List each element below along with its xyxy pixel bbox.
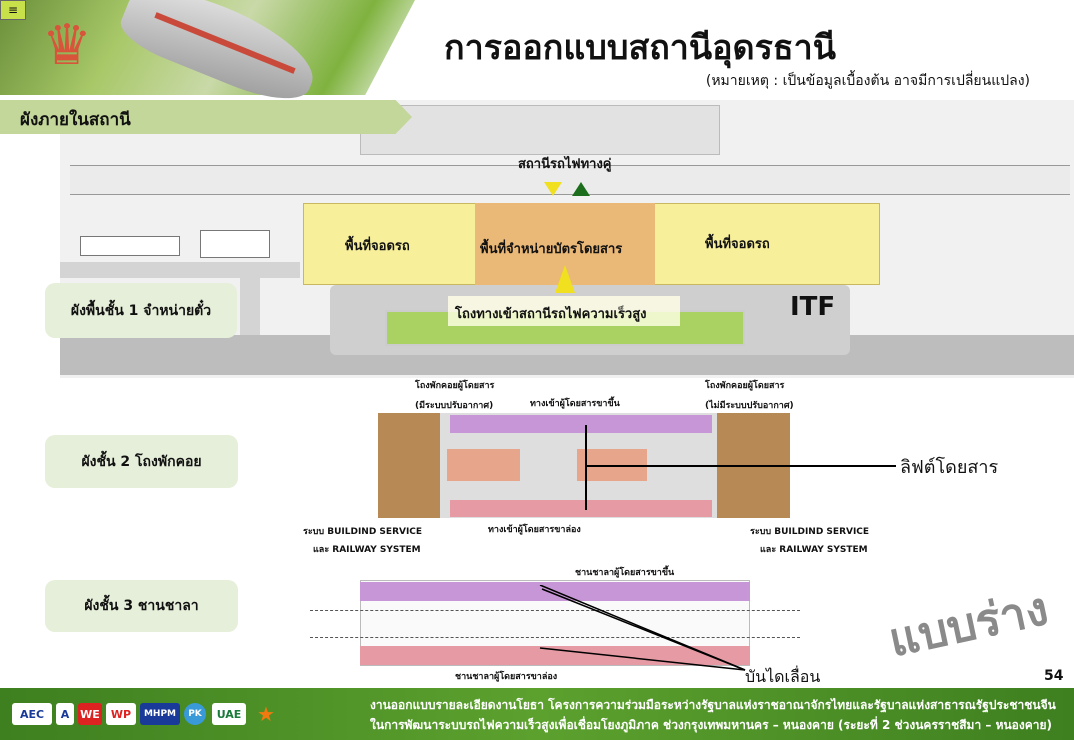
slide-title: การออกแบบสถานีอุดรธานี — [444, 28, 836, 68]
road — [60, 262, 300, 278]
entry-up-label: ทางเข้าผู้โดยสารขาขึ้น — [530, 399, 620, 409]
lounge-ac-label-2: (มีระบบปรับอากาศ) — [415, 401, 494, 411]
lounge-noac-label-1: โถงพักคอยผู้โดยสาร — [705, 381, 785, 391]
itf-label: ITF — [790, 292, 836, 322]
draft-watermark: แบบร่าง — [884, 580, 1053, 668]
service-left-label-1: ระบบ BUILDIND SERVICE — [303, 527, 423, 537]
star-logo: ★ — [257, 702, 275, 726]
wp-logo: WP — [106, 703, 136, 725]
entrance-label: โถงทางเข้าสถานีรถไฟความเร็วสูง — [455, 307, 647, 322]
uae-logo: UAE — [212, 703, 246, 725]
track-lines — [310, 610, 800, 638]
slide-note: (หมายเหตุ : เป็นข้อมูลเบื้องต้น อาจมีการ… — [705, 73, 1030, 89]
arrow-down-icon — [544, 182, 562, 196]
escalator-pointer-lines — [539, 585, 746, 671]
platform-up-label: ชานชาลาผู้โดยสารขาขึ้น — [575, 568, 675, 578]
aec-logo: AEC — [12, 703, 52, 725]
down-entry-zone — [450, 500, 712, 517]
lift-label: ลิฟต์โดยสาร — [900, 457, 999, 478]
a-logo: A — [56, 703, 74, 725]
platform-down-label: ชานชาลาผู้โดยสารขาล่อง — [455, 672, 558, 682]
service-right-label-1: ระบบ BUILDIND SERVICE — [750, 527, 870, 537]
floor1-label: ผังพื้นชั้น 1 จำหน่ายตั๋ว — [45, 283, 237, 338]
existing-station-building — [360, 105, 720, 155]
entry-down-label: ทางเข้าผู้โดยสารขาล่อง — [488, 525, 581, 535]
srt-emblem-logo: ♛ — [41, 13, 93, 78]
building-outline — [200, 230, 270, 258]
page-number: 54 — [1044, 668, 1064, 684]
service-right-label-2: และ RAILWAY SYSTEM — [760, 545, 868, 555]
service-block-left — [378, 413, 440, 518]
pk-logo: PK — [184, 703, 206, 725]
lift-pointer-line — [586, 465, 896, 467]
lounge-ac-zone — [447, 449, 520, 481]
ticketing-label: พื้นที่จำหน่ายบัตรโดยสาร — [480, 242, 623, 257]
floor3-label: ผังชั้น 3 ชานชาลา — [45, 580, 238, 632]
entrance-label-box — [448, 296, 680, 326]
mhpm-logo: MHPM — [140, 703, 180, 725]
up-entry-zone — [450, 415, 712, 433]
section-header: ผังภายในสถานี — [0, 100, 412, 134]
service-left-label-2: และ RAILWAY SYSTEM — [313, 545, 421, 555]
lift-marker-line — [585, 425, 587, 510]
lounge-ac-label-1: โถงพักคอยผู้โดยสาร — [415, 381, 495, 391]
footer-line-1: งานออกแบบรายละเอียดงานโยธา โครงการความร่… — [370, 698, 1056, 712]
double-track-station-label: สถานีรถไฟทางคู่ — [518, 157, 612, 172]
floor2-label: ผังชั้น 2 โถงพักคอย — [45, 435, 238, 488]
building-outline — [80, 236, 180, 256]
escalator-label: บันไดเลื่อน — [745, 667, 821, 686]
arrow-up-icon — [572, 182, 590, 196]
footer-line-2: ในการพัฒนาระบบรถไฟความเร็วสูงเพื่อเชื่อม… — [370, 718, 1053, 732]
lounge-noac-label-2: (ไม่มีระบบปรับอากาศ) — [705, 401, 794, 411]
rail-track-band — [70, 165, 1070, 195]
parking-right-label: พื้นที่จอดรถ — [705, 237, 770, 252]
we-logo: WE — [78, 703, 102, 725]
parking-left-label: พื้นที่จอดรถ — [345, 239, 410, 254]
comment-note-icon[interactable]: ≡ — [0, 0, 26, 20]
entrance-arrow-icon — [555, 265, 575, 293]
